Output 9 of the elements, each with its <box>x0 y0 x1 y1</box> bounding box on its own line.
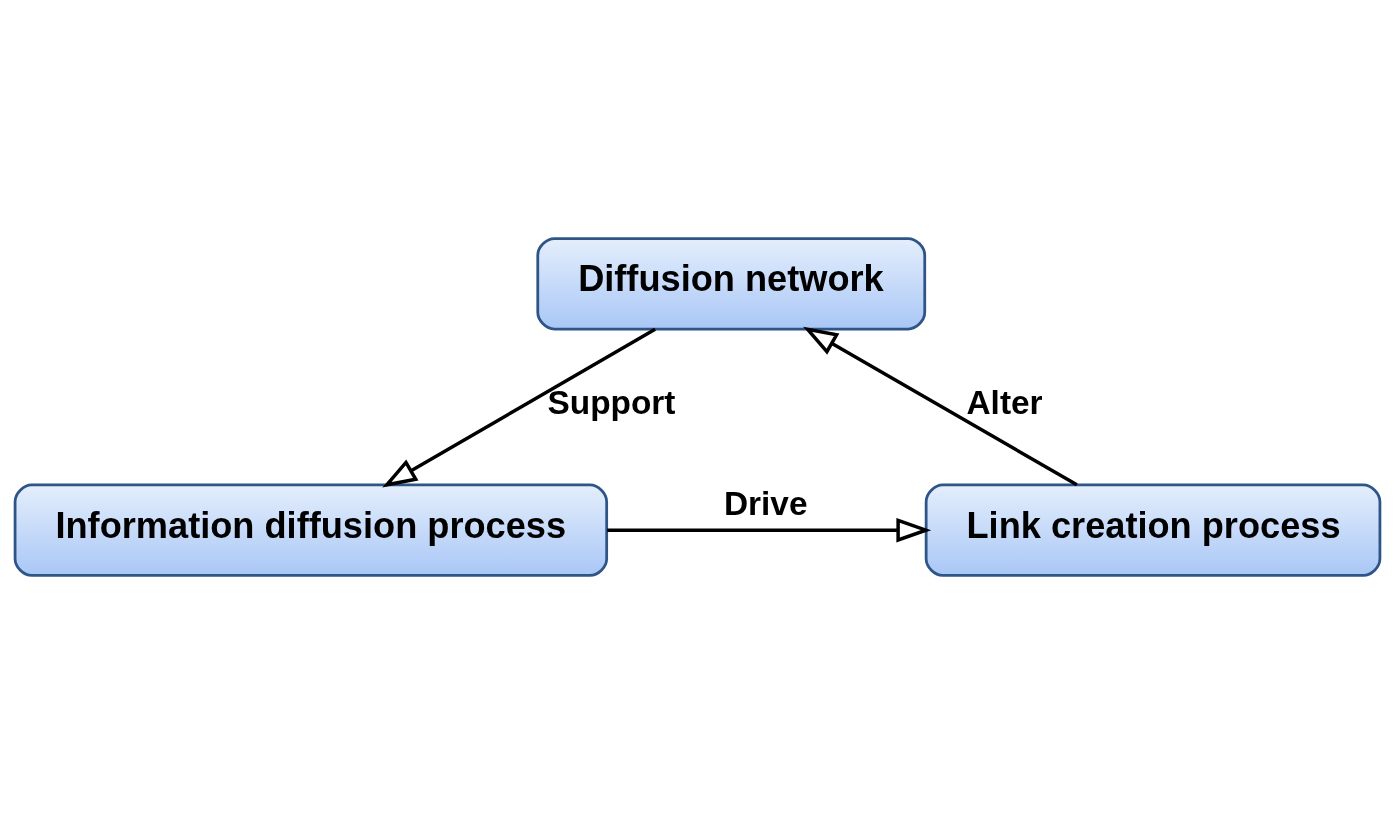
edge-label: Drive <box>723 485 808 523</box>
node-box: Link creation process <box>924 483 1382 577</box>
arrow <box>382 327 656 488</box>
node-box: Diffusion network <box>536 237 927 331</box>
edge-label: Support <box>547 384 676 422</box>
edge-label: Alter <box>966 384 1043 422</box>
arrow <box>803 326 1078 487</box>
arrow <box>607 518 932 543</box>
node-box: Information diffusion process <box>13 483 609 577</box>
